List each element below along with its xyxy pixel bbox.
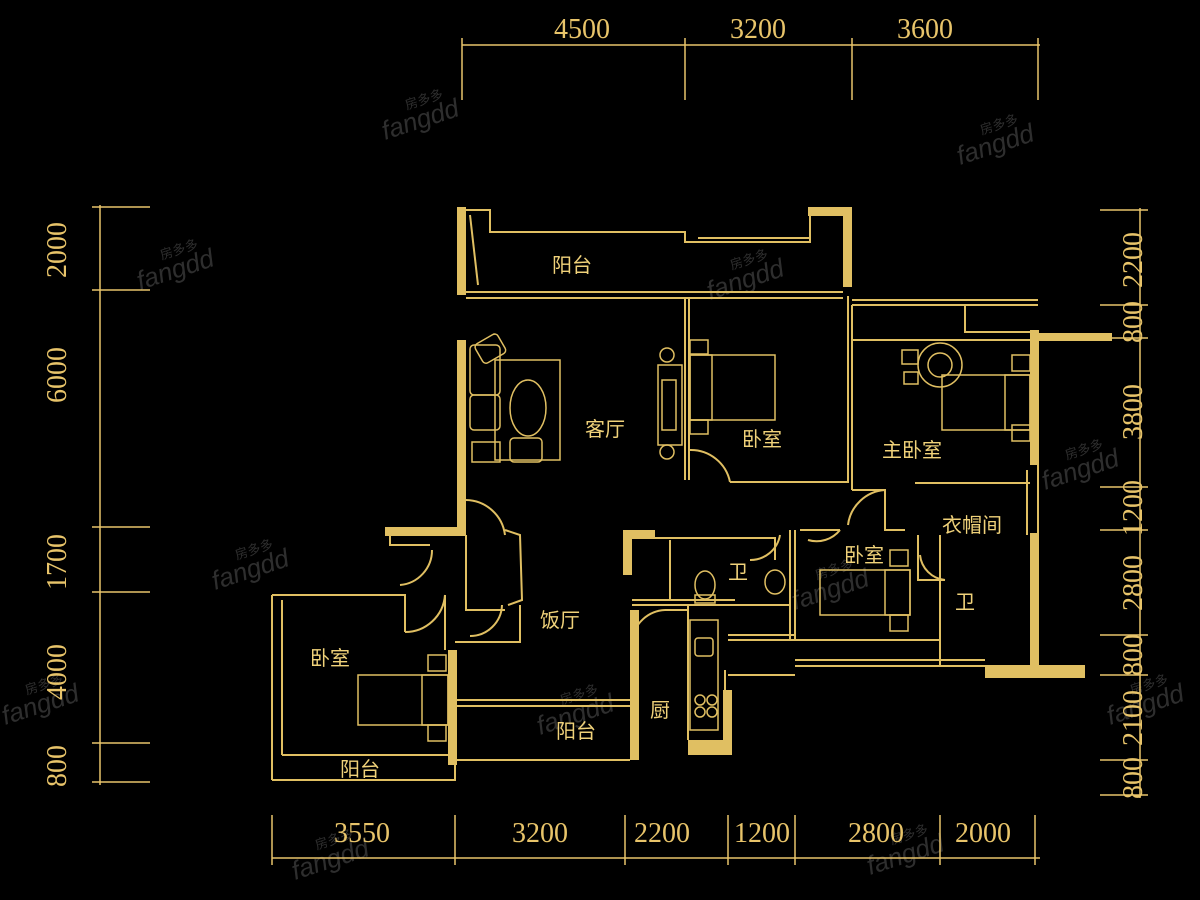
dim-label: 1200 bbox=[734, 818, 790, 849]
dim-label: 2100 bbox=[1118, 690, 1149, 746]
room-label-kitchen: 厨 bbox=[650, 698, 670, 722]
dim-label: 3200 bbox=[730, 14, 786, 45]
dim-label: 2800 bbox=[1118, 555, 1149, 611]
dim-label: 800 bbox=[42, 745, 73, 787]
room-label-balcony-top: 阳台 bbox=[552, 253, 592, 277]
dim-label: 3800 bbox=[1118, 384, 1149, 440]
dim-label: 800 bbox=[1118, 757, 1149, 799]
room-label-bathroom-center: 卫 bbox=[728, 560, 748, 584]
left-dimensions: 2000 6000 1700 4000 800 bbox=[42, 222, 73, 787]
bottom-dimensions: 3550 3200 2200 1200 2800 2000 bbox=[334, 818, 1011, 849]
top-dimensions: 4500 3200 3600 bbox=[554, 14, 953, 45]
room-label-dining-room: 饭厅 bbox=[540, 608, 580, 632]
room-label-bathroom-right: 卫 bbox=[955, 590, 975, 614]
watermark: fangdd 房多多 bbox=[208, 536, 294, 595]
watermark-group: fangdd 房多多 fangdd 房多多 fangdd 房多多 fangdd … bbox=[0, 86, 1189, 885]
room-label-bedroom-right: 卧室 bbox=[844, 543, 884, 567]
dim-label: 800 bbox=[1118, 301, 1149, 343]
bed-icon bbox=[357, 654, 449, 742]
furniture bbox=[357, 333, 1031, 742]
tv-cabinet-icon bbox=[657, 347, 683, 460]
kitchen-counter-icon bbox=[689, 619, 719, 731]
dim-label: 2800 bbox=[848, 818, 904, 849]
room-label-cloakroom: 衣帽间 bbox=[942, 513, 1002, 537]
dim-label: 2000 bbox=[955, 818, 1011, 849]
watermark: fangdd 房多多 bbox=[1038, 436, 1124, 495]
dim-label: 1700 bbox=[42, 534, 73, 590]
room-label-master-bedroom: 主卧室 bbox=[882, 438, 942, 462]
dim-label: 4000 bbox=[42, 644, 73, 700]
watermark: fangdd 房多多 bbox=[703, 246, 789, 305]
dim-label: 2200 bbox=[1118, 232, 1149, 288]
dim-label: 6000 bbox=[42, 347, 73, 403]
room-label-balcony-bottom: 阳台 bbox=[556, 719, 596, 743]
dim-label: 3600 bbox=[897, 14, 953, 45]
thick-walls bbox=[385, 207, 1112, 765]
room-labels: 阳台 客厅 卧室 主卧室 衣帽间 卫 卧室 卫 饭厅 厨 阳台 卧室 阳台 bbox=[310, 253, 1002, 781]
dim-label: 4500 bbox=[554, 14, 610, 45]
room-label-bedroom-left: 卧室 bbox=[310, 646, 350, 670]
dim-label: 800 bbox=[1118, 634, 1149, 676]
dim-label: 3550 bbox=[334, 818, 390, 849]
watermark: fangdd 房多多 bbox=[953, 111, 1039, 170]
watermark: fangdd 房多多 bbox=[133, 236, 219, 295]
thin-walls bbox=[271, 209, 1039, 781]
dim-label: 2200 bbox=[634, 818, 690, 849]
round-table-icon bbox=[901, 342, 963, 388]
room-label-balcony-left: 阳台 bbox=[340, 757, 380, 781]
toilet-icon bbox=[694, 569, 786, 604]
bed-icon bbox=[941, 354, 1031, 442]
room-label-bedroom-center: 卧室 bbox=[742, 427, 782, 451]
watermark: fangdd 房多多 bbox=[378, 86, 464, 145]
bed-icon bbox=[819, 549, 911, 632]
dim-label: 2000 bbox=[42, 222, 73, 278]
sofa-set-icon bbox=[469, 333, 561, 463]
room-label-living-room: 客厅 bbox=[585, 417, 625, 441]
bed-icon bbox=[689, 339, 776, 435]
dim-label: 1200 bbox=[1118, 480, 1149, 536]
dimension-lines bbox=[92, 38, 1148, 865]
right-dimensions: 2200 800 3800 1200 2800 800 2100 800 bbox=[1118, 232, 1149, 799]
dim-label: 3200 bbox=[512, 818, 568, 849]
